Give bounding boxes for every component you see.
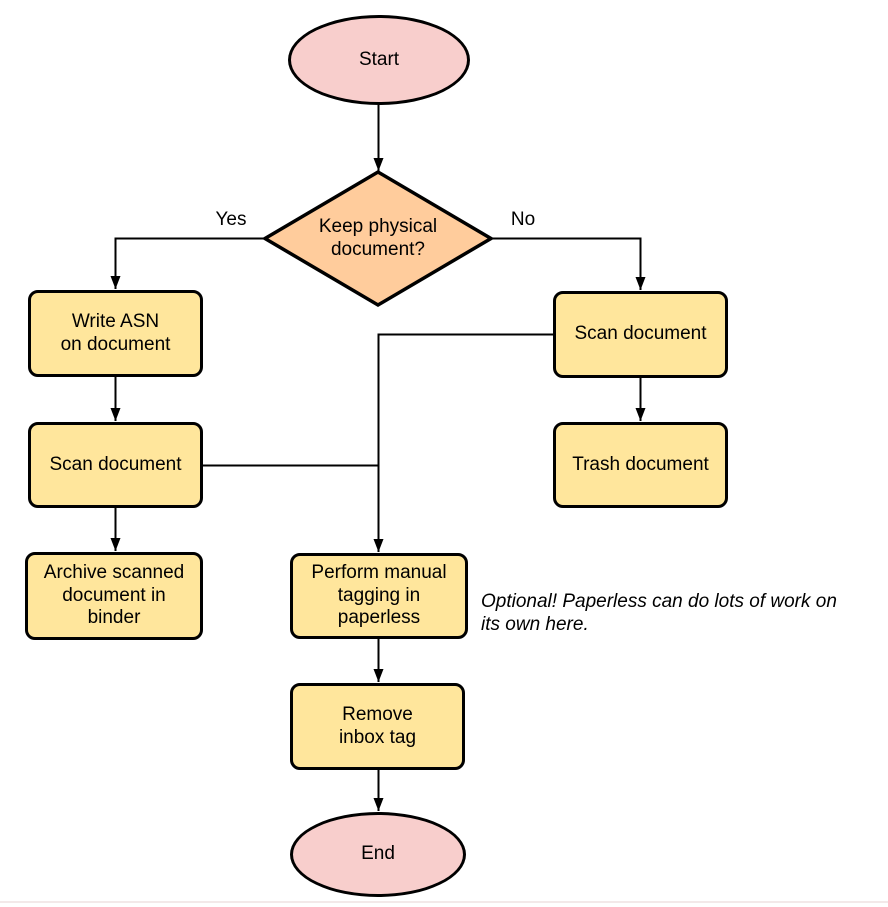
annotation-optional-note: Optional! Paperless can do lots of work … xyxy=(481,591,837,635)
node-remove-inbox-tag: Remove inbox tag xyxy=(290,683,465,770)
node-scan-document-right: Scan document xyxy=(553,291,728,378)
decision-keep-physical-document-label: Keep physical document? xyxy=(318,215,438,260)
node-start: Start xyxy=(288,15,470,105)
decision-diamond-shape xyxy=(261,169,495,308)
node-perform-manual-tagging: Perform manual tagging in paperless xyxy=(290,553,468,639)
node-scan-document-left: Scan document xyxy=(28,422,203,508)
node-write-asn-on-document: Write ASN on document xyxy=(28,290,203,377)
edge-decision-no-to-scan-right xyxy=(491,237,646,290)
bottom-divider-line xyxy=(0,901,888,903)
edge-label-no: No xyxy=(497,209,549,231)
node-end: End xyxy=(290,812,466,897)
node-archive-scanned-document-in-binder: Archive scanned document in binder xyxy=(25,552,203,640)
edge-scan-right-to-tagging xyxy=(373,333,553,552)
edge-label-yes: Yes xyxy=(205,209,257,231)
edge-decision-yes-to-write-asn xyxy=(110,237,265,289)
node-trash-document: Trash document xyxy=(553,422,728,508)
